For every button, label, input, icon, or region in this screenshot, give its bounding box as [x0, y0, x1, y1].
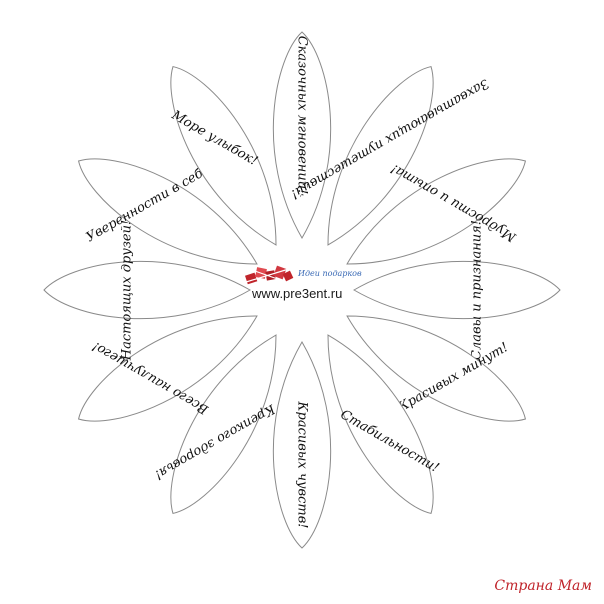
- site-url: www.pre3ent.ru: [251, 286, 342, 301]
- watermark-text: Страна Мам: [494, 578, 592, 594]
- petal: Сказочных мгновений!: [272, 31, 332, 239]
- petal: Всего наилучшего!: [77, 315, 258, 422]
- petal: Славы и признания!: [353, 220, 561, 360]
- petal-outline: [272, 31, 332, 239]
- petal-outline: [77, 315, 258, 422]
- petal: Настоящих друзей!: [43, 220, 251, 361]
- petal-outline: [272, 341, 332, 549]
- petal-outline: [327, 65, 434, 246]
- petal: Красивых минут!: [346, 315, 527, 422]
- petal-label: Настоящих друзей!: [120, 220, 135, 361]
- petal: Мудрости и опыта!: [346, 158, 527, 265]
- petal-outline: [353, 260, 561, 320]
- petal-label: Сказочных мгновений!: [295, 36, 310, 195]
- petal-outline: [170, 65, 277, 246]
- petal-outline: [346, 315, 527, 422]
- petal-outline: [327, 334, 434, 515]
- petal-outline: [77, 158, 258, 265]
- petal-outline: [43, 260, 251, 320]
- center-logo: Идеи подарков www.pre3ent.ru: [245, 265, 362, 301]
- petal-outline: [170, 334, 277, 515]
- brand-label: Идеи подарков: [297, 269, 362, 278]
- gift-boxes-icon: [245, 265, 294, 285]
- petal: Уверенности в себе!: [77, 158, 258, 265]
- petal-label: Красивых чувств!: [295, 401, 310, 529]
- petal: Красивых чувств!: [272, 341, 332, 549]
- petal-outline: [346, 158, 527, 265]
- petal-label: Славы и признания!: [470, 220, 485, 360]
- petals-group: Сказочных мгновений!Захватывающих путеше…: [43, 31, 561, 549]
